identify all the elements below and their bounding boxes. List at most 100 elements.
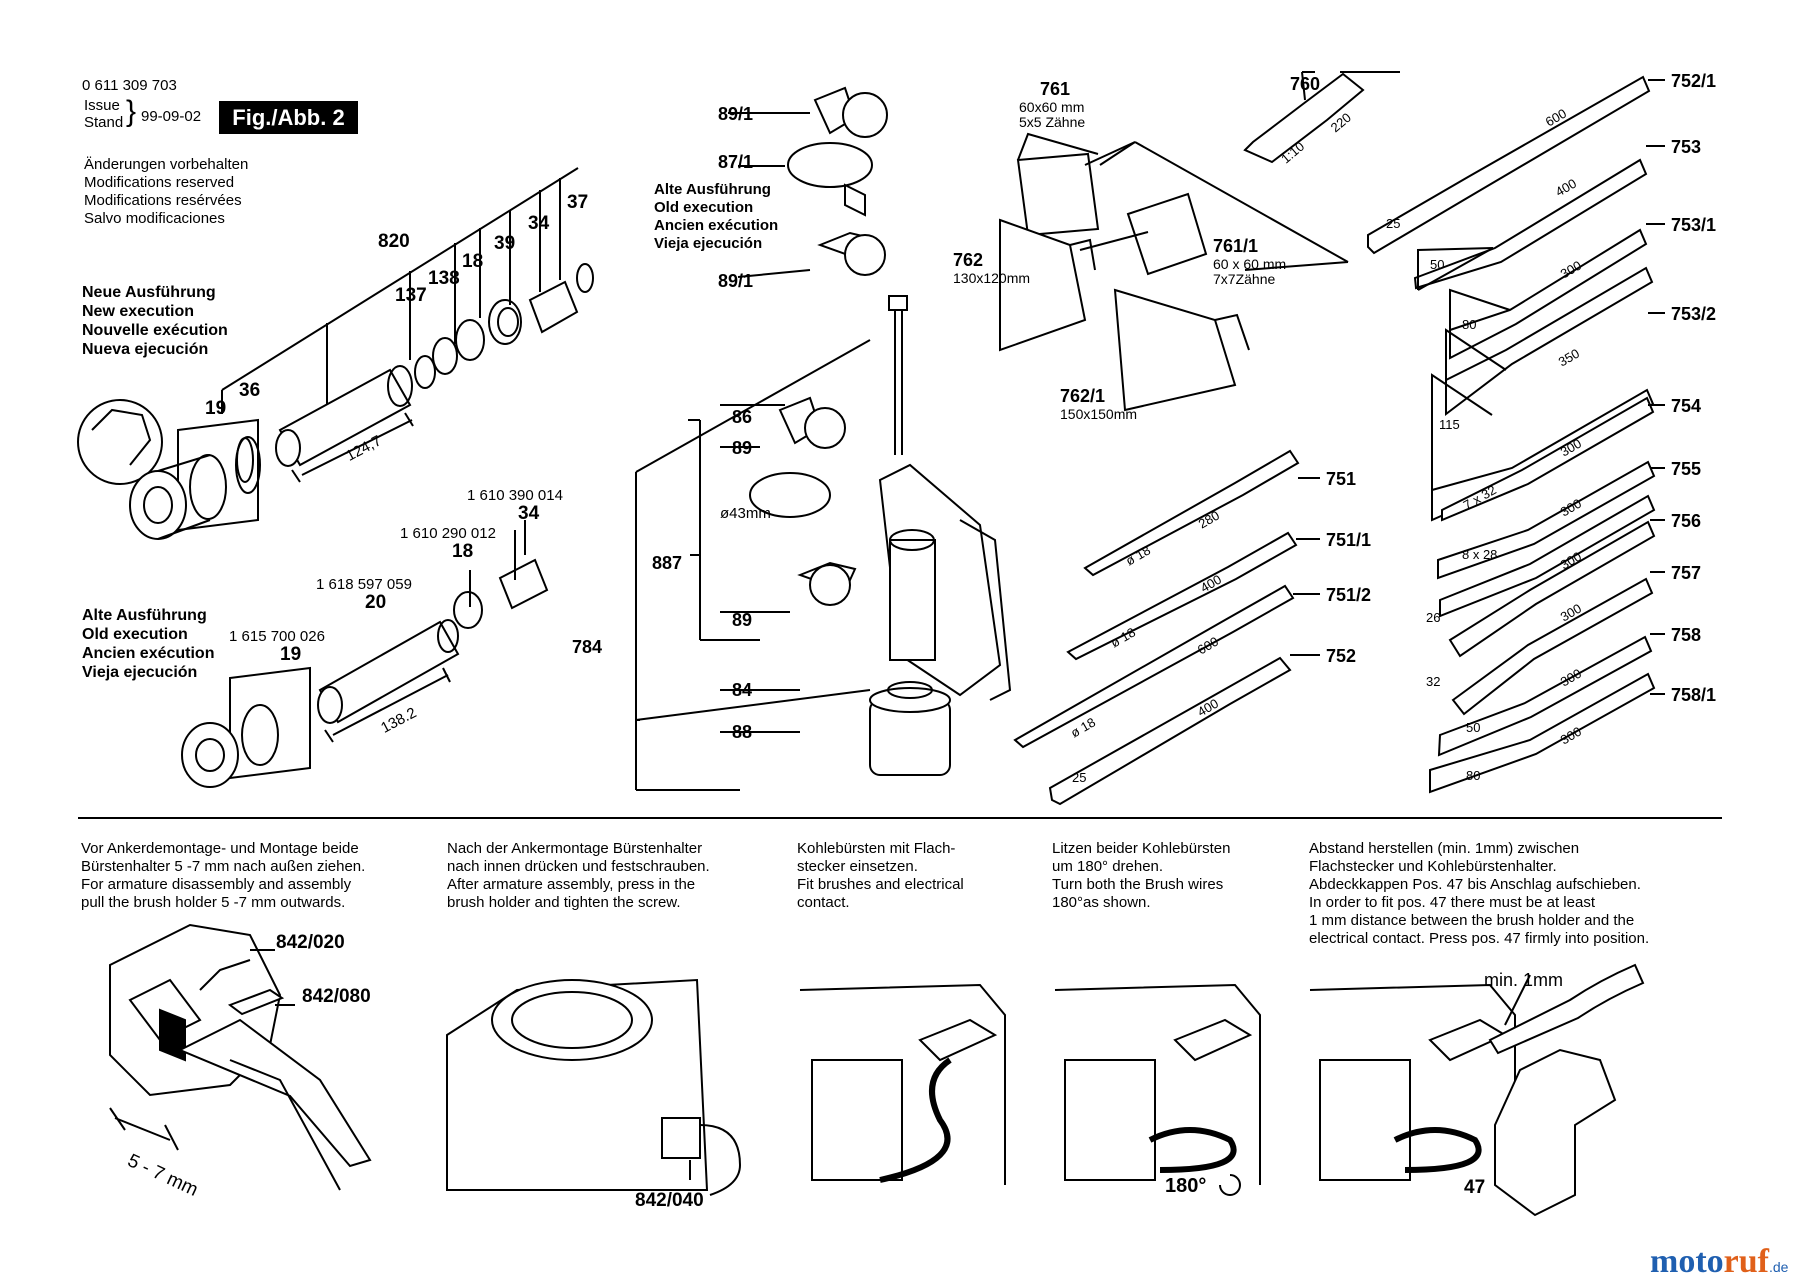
callout-761-1-size: 60 x 60 mm [1213,256,1287,272]
part-number: 0 611 309 703 [82,77,177,94]
callout-89-1b: 89/1 [718,271,754,291]
callout-755: 755 [1671,459,1702,479]
issue-date: 99-09-02 [141,108,202,125]
callout-753-2: 753/2 [1671,304,1717,324]
callout-86: 86 [732,407,753,427]
callout-761-size: 60x60 mm [1019,99,1085,115]
callout-18b: 18 [452,541,474,562]
callout-820: 820 [378,231,410,252]
old-handle-fr: Ancien exécution [654,217,779,234]
figure-label: Fig./Abb. 2 [219,101,358,134]
old-execution-es: Vieja ejecución [82,664,198,681]
width-50a: 50 [1430,257,1445,272]
dim-180-degree: 180° [1165,1175,1207,1197]
old-execution-en: Old execution [82,626,188,643]
new-execution-es: Nueva ejecución [82,341,209,358]
new-armature-assembly [77,167,594,540]
callout-887: 887 [652,553,683,573]
modifications-es: Salvo modificaciones [84,210,225,227]
callout-138: 138 [428,268,460,289]
width-26: 26 [1426,610,1441,625]
callout-751-2: 751/2 [1326,585,1372,605]
callout-36: 36 [239,380,261,401]
callout-756: 756 [1671,511,1702,531]
callout-1610390014: 1 610 390 014 [467,487,563,504]
flat-chisels [1367,75,1665,794]
point-25: 25 [1072,770,1087,785]
width-115: 115 [1439,417,1460,432]
callout-842-020: 842/020 [276,932,345,953]
callout-89b: 89 [732,610,753,630]
instruction-3: Kohlebürsten mit Flach-stecker einsetzen… [797,840,964,911]
modifications-fr: Modifications resérvées [84,192,242,209]
callout-754: 754 [1671,396,1702,416]
pads-and-plates [999,71,1400,412]
callout-137: 137 [395,285,427,306]
callout-20: 20 [365,592,387,613]
callout-19b: 19 [280,644,302,665]
callout-89-1a: 89/1 [718,104,754,124]
side-handle-parts [635,86,1012,791]
stand-label: Stand [84,114,124,131]
callout-762-1: 762/1 [1060,386,1106,406]
callout-751-1: 751/1 [1326,530,1372,550]
callout-34b: 34 [518,503,540,524]
callout-1615700026: 1 615 700 026 [229,628,325,645]
callout-762-size: 130x120mm [953,270,1031,286]
callout-751: 751 [1326,469,1357,489]
callout-752: 752 [1326,646,1357,666]
callout-761: 761 [1040,79,1071,99]
callout-760: 760 [1290,74,1321,94]
pointed-chisels [1013,449,1320,806]
callout-753: 753 [1671,137,1702,157]
callout-19a: 19 [205,398,227,419]
callout-39: 39 [494,233,516,254]
callout-761-1-teeth: 7x7Zähne [1213,271,1276,287]
callout-762-1-size: 150x150mm [1060,406,1138,422]
callout-842-040: 842/040 [635,1190,704,1211]
callout-47: 47 [1464,1177,1486,1198]
issue-label: Issue [84,97,120,114]
callout-18a: 18 [462,251,484,272]
width-8x28: 8 x 28 [1462,547,1498,562]
callout-761-teeth: 5x5 Zähne [1019,114,1086,130]
callout-37: 37 [567,192,589,213]
callout-87-1: 87/1 [718,152,754,172]
callout-758: 758 [1671,625,1702,645]
modifications-de: Änderungen vorbehalten [84,156,249,173]
callout-758-1: 758/1 [1671,685,1717,705]
callout-753-1: 753/1 [1671,215,1717,235]
callout-34a: 34 [528,213,550,234]
callout-757: 757 [1671,563,1702,583]
old-execution-de: Alte Ausführung [82,607,207,624]
callout-842-080: 842/080 [302,986,371,1007]
callout-752-1: 752/1 [1671,71,1717,91]
dim-min-1mm: min. 1mm [1484,970,1564,990]
callout-84: 84 [732,680,753,700]
callout-761-1: 761/1 [1213,236,1259,256]
modifications-en: Modifications reserved [84,174,235,191]
callout-1610290012: 1 610 290 012 [400,525,496,542]
dim-43mm: ø43mm [720,505,771,522]
issue-brace: } [126,95,137,128]
old-handle-de: Alte Ausführung [654,181,771,198]
new-execution-en: New execution [82,303,195,320]
callout-784: 784 [572,637,603,657]
callout-762: 762 [953,250,984,270]
width-32: 32 [1426,674,1441,689]
motoruf-logo: motoruf.de [1650,1243,1789,1280]
new-execution-fr: Nouvelle exécution [82,322,228,339]
old-armature-assembly [181,520,549,788]
callout-88: 88 [732,722,753,742]
callout-1618597059: 1 618 597 059 [316,576,412,593]
brush-holder-illustrations [109,923,1645,1217]
width-80b: 80 [1466,768,1481,783]
old-execution-fr: Ancien exécution [82,645,215,662]
old-handle-en: Old execution [654,199,754,216]
